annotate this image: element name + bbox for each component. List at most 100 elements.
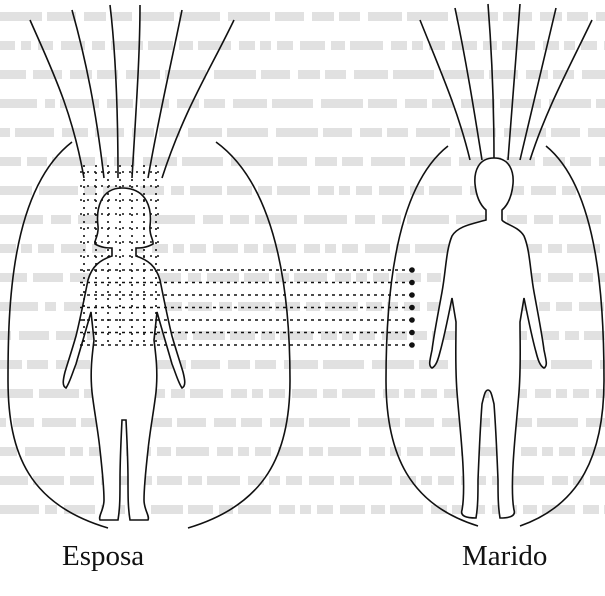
background-text-mark <box>217 447 233 456</box>
background-text-mark <box>38 244 54 253</box>
background-text-mark <box>540 12 562 21</box>
background-text-mark <box>278 157 307 166</box>
background-text-mark <box>286 476 302 485</box>
background-text-mark <box>405 418 434 427</box>
background-text-mark <box>340 476 354 485</box>
background-text-mark <box>579 302 604 311</box>
background-text-mark <box>248 476 264 485</box>
background-text-mark <box>407 12 448 21</box>
background-text-mark <box>182 157 223 166</box>
background-text-mark <box>323 360 364 369</box>
background-text-mark <box>176 447 209 456</box>
background-text-mark <box>556 389 567 398</box>
background-text-mark <box>382 215 401 224</box>
background-text-mark <box>231 389 247 398</box>
background-text-mark <box>188 476 202 485</box>
background-text-mark <box>15 128 54 137</box>
background-text-mark <box>537 418 578 427</box>
background-text-mark <box>531 186 556 195</box>
background-text-mark <box>599 157 605 166</box>
background-text-mark <box>309 447 323 456</box>
background-text-mark <box>0 476 28 485</box>
background-text-mark <box>552 476 568 485</box>
background-text-mark <box>429 186 462 195</box>
background-text-mark <box>300 41 325 50</box>
background-text-mark <box>581 41 597 50</box>
background-text-mark <box>309 476 334 485</box>
background-text-mark <box>214 418 236 427</box>
background-text-mark <box>581 186 605 195</box>
background-text-mark <box>339 186 350 195</box>
background-text-mark <box>188 302 212 311</box>
background-text-mark <box>45 505 57 514</box>
background-text-mark <box>325 244 336 253</box>
background-text-mark <box>438 476 454 485</box>
background-text-mark <box>0 70 26 79</box>
background-text-mark <box>432 99 453 108</box>
background-text-mark <box>312 12 334 21</box>
background-text-mark <box>564 41 575 50</box>
background-text-mark <box>204 99 225 108</box>
background-text-mark <box>359 476 392 485</box>
background-text-mark <box>227 128 268 137</box>
background-text-mark <box>304 244 320 253</box>
wife-label: Esposa <box>62 540 144 573</box>
background-text-mark <box>562 186 576 195</box>
background-text-mark <box>33 273 63 282</box>
background-text-mark <box>579 273 593 282</box>
background-text-mark <box>190 244 206 253</box>
background-text-mark <box>27 157 47 166</box>
background-text-mark <box>107 99 133 108</box>
wife-ray <box>110 5 118 178</box>
background-text-mark <box>413 331 427 340</box>
background-text-mark <box>452 41 477 50</box>
background-text-mark <box>238 302 270 311</box>
background-text-mark <box>165 70 206 79</box>
background-text-mark <box>207 476 240 485</box>
background-text-mark <box>0 99 37 108</box>
background-text-mark <box>173 244 184 253</box>
background-text-mark <box>356 186 372 195</box>
background-text-mark <box>70 447 83 456</box>
background-text-mark <box>551 360 592 369</box>
background-text-mark <box>171 389 185 398</box>
background-text-mark <box>203 215 223 224</box>
background-text-mark <box>511 476 544 485</box>
background-text-mark <box>396 273 421 282</box>
background-text-mark <box>407 215 449 224</box>
background-text-mark <box>304 215 347 224</box>
background-text-mark <box>318 186 334 195</box>
background-text-mark <box>0 41 15 50</box>
background-text-mark <box>277 41 293 50</box>
background-text-mark <box>0 302 38 311</box>
background-text-mark <box>526 70 548 79</box>
background-text-mark <box>33 476 64 485</box>
background-text-mark <box>350 41 383 50</box>
background-text-mark <box>252 389 263 398</box>
background-text-mark <box>373 273 389 282</box>
background-text-mark <box>64 505 95 514</box>
background-text-mark <box>461 99 495 108</box>
background-text-mark <box>360 128 382 137</box>
background-text-mark <box>365 244 390 253</box>
background-text-mark <box>356 273 367 282</box>
background-text-mark <box>33 70 62 79</box>
background-text-mark <box>534 215 553 224</box>
background-text-mark <box>427 273 441 282</box>
background-text-mark <box>421 476 432 485</box>
background-text-mark <box>140 99 169 108</box>
background-text-mark <box>416 128 450 137</box>
background-text-mark <box>0 12 42 21</box>
background-text-mark <box>539 302 550 311</box>
background-text-mark <box>0 447 17 456</box>
background-text-mark <box>190 389 223 398</box>
background-text-mark <box>431 505 447 514</box>
background-text-mark <box>315 157 337 166</box>
background-text-mark <box>269 476 280 485</box>
background-text-mark <box>0 360 22 369</box>
background-text-mark <box>535 389 551 398</box>
background-text-mark <box>412 41 423 50</box>
background-text-mark <box>317 505 333 514</box>
background-text-mark <box>238 447 249 456</box>
background-text-mark <box>277 186 310 195</box>
